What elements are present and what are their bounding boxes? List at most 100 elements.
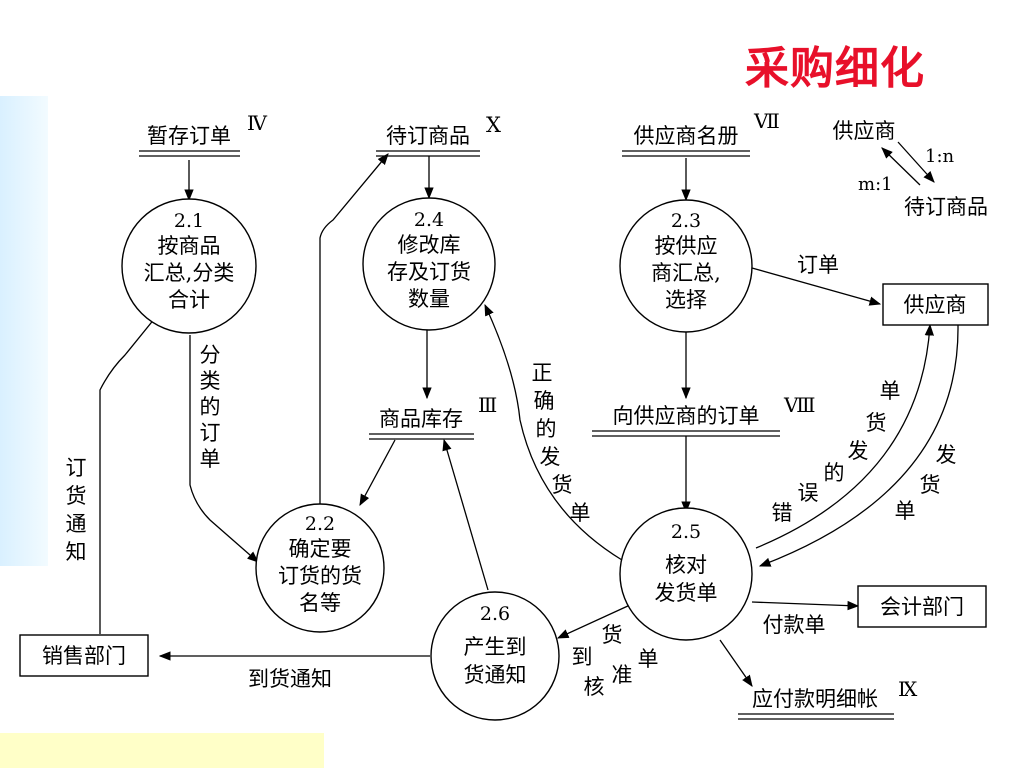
flow-label-arrival-notice: 到货通知 — [248, 667, 332, 691]
flow-approved — [556, 604, 631, 639]
store-vii: 供应商名册 Ⅶ — [622, 109, 780, 157]
flow-label-char: 正 — [532, 361, 553, 385]
store-iv-tag: Ⅳ — [247, 111, 268, 135]
store-viii: 向供应商的订单 Ⅷ — [592, 393, 816, 437]
flow-label-correct-invoice: 正 确 的 发 货 单 — [532, 361, 591, 525]
flow-wrong-invoice — [755, 323, 934, 549]
flow-label-char: 订 — [66, 456, 87, 480]
page-title: 采购细化 — [745, 43, 925, 94]
top-band — [0, 0, 1024, 96]
flow-order-notice — [99, 301, 169, 634]
process-2-6-line: 产生到 — [464, 635, 527, 659]
flow-label-char: 发 — [936, 443, 957, 467]
process-2-3-line: 按供应 — [655, 234, 718, 258]
legend: 供应商 待订商品 1:n m:1 — [833, 119, 989, 219]
process-2-1-line: 按商品 — [158, 234, 221, 258]
legend-bottom: 待订商品 — [904, 195, 988, 219]
legend-ratio-right: 1:n — [925, 146, 955, 167]
legend-arrow-up — [881, 147, 921, 186]
flow-iii-to-22 — [359, 439, 396, 507]
store-iii: 商品库存 Ⅲ — [369, 393, 497, 440]
entity-accounting: 会计部门 — [857, 585, 987, 628]
process-2-6-line: 货通知 — [464, 663, 527, 687]
flow-label-char: 单 — [638, 647, 659, 671]
flow-22-to-x — [319, 153, 389, 505]
process-2-2-line: 确定要 — [289, 537, 352, 561]
bottom-yellow-band — [0, 733, 324, 768]
flow-25-to-ix — [719, 639, 753, 687]
flow-label-char: 通 — [66, 512, 87, 536]
legend-arrow-down — [897, 141, 935, 183]
flow-classified-order — [189, 335, 259, 563]
flow-correct-invoice — [484, 303, 623, 561]
process-2-4: 2.4 修改库 存及订货 数量 — [362, 197, 496, 331]
process-2-1-id: 2.1 — [174, 210, 204, 232]
process-2-2-line: 订货的货 — [278, 564, 362, 588]
flow-label-char: 单 — [570, 501, 591, 525]
flow-label-char: 的 — [824, 461, 845, 485]
flow-label-char: 错 — [772, 501, 793, 525]
store-ix-label: 应付款明细帐 — [752, 687, 878, 711]
store-ix: 应付款明细帐 Ⅸ — [738, 677, 918, 720]
store-iv: 暂存订单 Ⅳ — [139, 111, 268, 157]
flow-label-char: 分 — [200, 343, 221, 367]
store-iii-tag: Ⅲ — [478, 393, 497, 417]
process-2-3-line: 商汇总, — [651, 261, 721, 285]
process-2-3: 2.3 按供应 商汇总, 选择 — [619, 199, 753, 333]
flow-label-classified-order: 分 类 的 订 单 — [200, 343, 221, 471]
process-2-3-id: 2.3 — [671, 210, 701, 232]
store-vii-tag: Ⅶ — [753, 109, 780, 133]
process-2-5-line: 发货单 — [655, 581, 718, 605]
flow-label-char: 的 — [536, 417, 557, 441]
store-ix-tag: Ⅸ — [898, 677, 918, 701]
flow-label-char: 单 — [895, 499, 916, 523]
process-2-1-line: 合计 — [168, 288, 210, 312]
process-2-4-id: 2.4 — [414, 209, 444, 231]
left-blue-band — [0, 96, 48, 566]
entity-sales: 销售部门 — [19, 634, 149, 677]
flow-label-char: 准 — [612, 663, 633, 687]
flow-label-char: 发 — [540, 445, 561, 469]
flow-label-char: 确 — [534, 389, 555, 413]
entity-supplier: 供应商 — [882, 283, 989, 326]
flow-label-char: 货 — [552, 473, 573, 497]
flow-label-char: 类 — [200, 369, 221, 393]
flow-label-order: 订单 — [797, 253, 839, 277]
flow-label-char: 货 — [920, 473, 941, 497]
process-2-5-line: 核对 — [665, 553, 707, 577]
process-2-5-id: 2.5 — [671, 521, 701, 543]
store-iv-label: 暂存订单 — [147, 124, 231, 148]
flow-label-char: 单 — [880, 379, 901, 403]
store-x-tag: X — [486, 113, 501, 137]
flow-label-char: 货 — [602, 623, 623, 647]
legend-ratio-left: m:1 — [858, 174, 893, 195]
process-2-2: 2.2 确定要 订货的货 名等 — [255, 503, 385, 633]
flow-label-char: 单 — [200, 447, 221, 471]
store-vii-label: 供应商名册 — [634, 124, 739, 148]
flow-payment — [751, 600, 860, 611]
entity-supplier-label: 供应商 — [904, 293, 967, 317]
process-2-3-line: 选择 — [665, 288, 707, 312]
flow-order-to-supplier — [751, 267, 882, 306]
process-2-2-line: 名等 — [299, 591, 341, 615]
flow-label-char: 货 — [66, 484, 87, 508]
process-2-6-id: 2.6 — [480, 603, 510, 625]
flow-label-invoice: 发 货 单 — [895, 443, 957, 523]
flow-label-char: 货 — [866, 411, 887, 435]
process-2-4-line: 存及订货 — [387, 260, 471, 284]
process-2-4-line: 修改库 — [398, 233, 461, 257]
process-2-4-line: 数量 — [408, 287, 450, 311]
flow-label-char: 误 — [798, 481, 819, 505]
legend-top: 供应商 — [833, 119, 896, 143]
process-2-1: 2.1 按商品 汇总,分类 合计 — [121, 198, 257, 334]
process-2-5: 2.5 核对 发货单 — [619, 507, 753, 641]
flow-label-char: 核 — [584, 675, 605, 699]
store-viii-tag: Ⅷ — [783, 393, 816, 417]
store-iii-label: 商品库存 — [379, 407, 463, 431]
flow-label-char: 发 — [848, 439, 869, 463]
entity-sales-label: 销售部门 — [42, 644, 126, 668]
process-2-1-line: 汇总,分类 — [144, 261, 235, 285]
flow-label-char: 的 — [200, 395, 221, 419]
store-x-label: 待订商品 — [386, 124, 470, 148]
